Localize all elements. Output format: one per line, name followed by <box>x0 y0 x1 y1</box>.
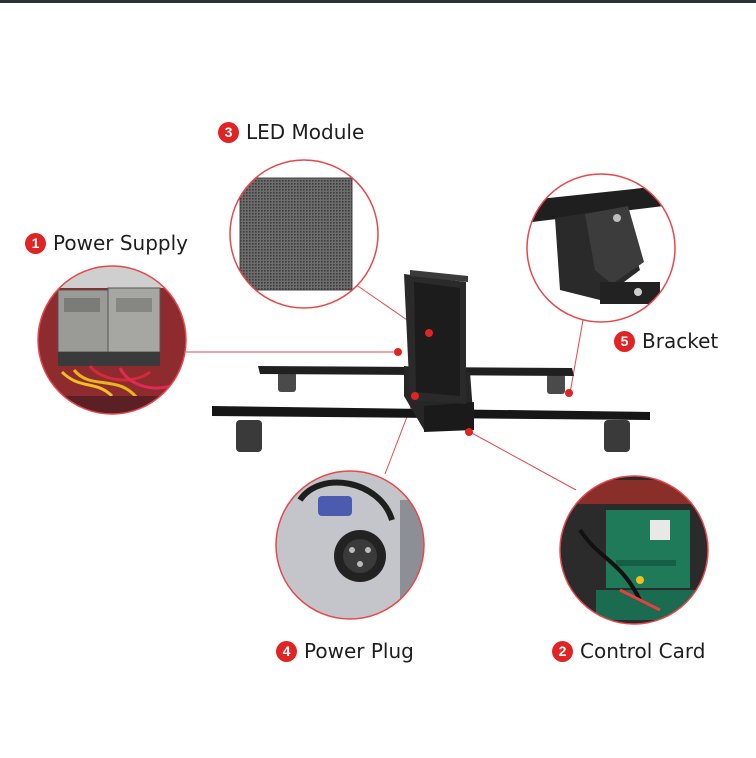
callout-label: LED Module <box>246 120 365 144</box>
callout-number-badge: 2 <box>552 640 573 662</box>
marker-control-card <box>465 428 473 436</box>
power-plug-photo <box>275 470 425 620</box>
callout-number-badge: 1 <box>25 232 46 254</box>
callout-control-card: 2 Control Card <box>552 637 705 665</box>
marker-power-supply <box>394 348 402 356</box>
marker-dots <box>394 329 573 436</box>
callout-power-supply: 1 Power Supply <box>25 229 188 257</box>
callout-label: Power Supply <box>53 231 188 255</box>
callout-number-badge: 4 <box>276 640 297 662</box>
led-module-photo <box>229 159 379 309</box>
leader-bracket <box>569 319 584 394</box>
leader-lines <box>186 281 584 491</box>
marker-led-module <box>425 329 433 337</box>
callout-led-module: 3 LED Module <box>218 118 364 146</box>
callout-label: Bracket <box>642 329 719 353</box>
callout-label: Control Card <box>580 639 706 663</box>
callout-power-plug: 4 Power Plug <box>276 637 414 665</box>
bracket-photo <box>526 173 676 323</box>
led-stand-product <box>212 270 650 452</box>
control-card-photo <box>559 475 709 625</box>
marker-power-plug <box>411 392 419 400</box>
top-border <box>0 0 756 3</box>
callout-label: Power Plug <box>304 639 414 663</box>
power-supply-photo <box>37 265 187 415</box>
leader-power-plug <box>384 395 416 475</box>
callout-number-badge: 5 <box>614 330 635 352</box>
marker-bracket <box>565 389 573 397</box>
leader-control-card <box>469 431 577 491</box>
callout-bracket: 5 Bracket <box>614 327 718 355</box>
callout-number-badge: 3 <box>218 121 239 143</box>
